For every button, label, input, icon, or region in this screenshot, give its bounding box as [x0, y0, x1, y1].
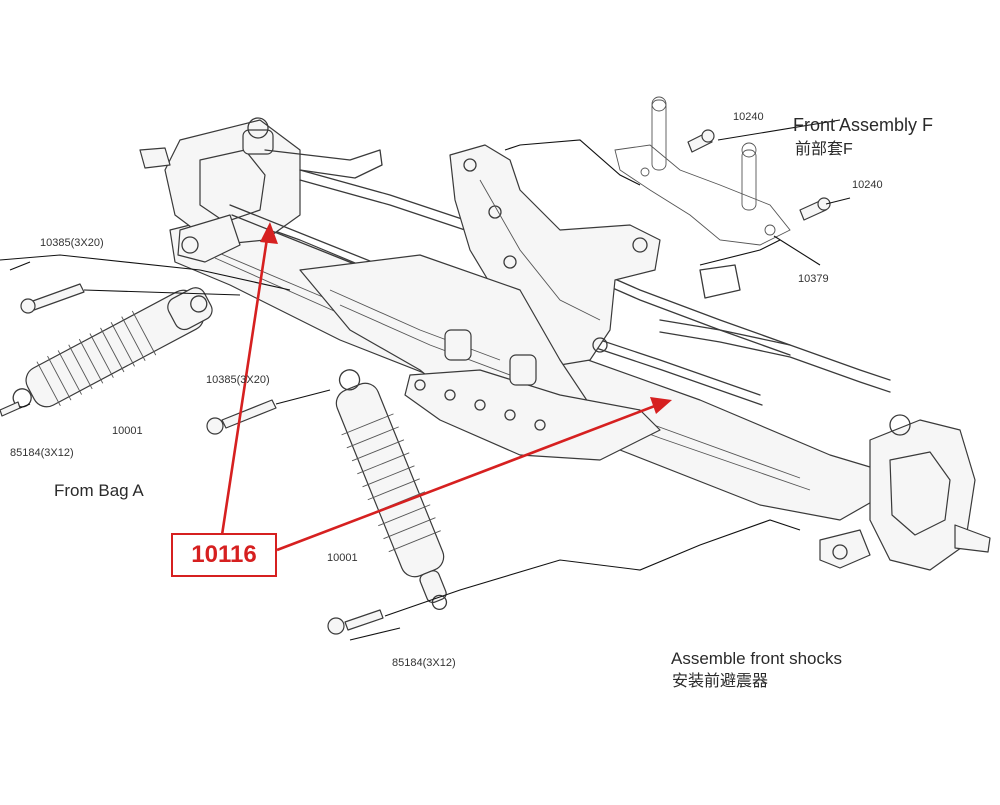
label-10240-top: 10240: [733, 111, 764, 123]
screw-10240-right: [799, 197, 831, 221]
left-steering-knuckle: [139, 117, 301, 263]
label-10379: 10379: [798, 273, 829, 285]
label-10240-right: 10240: [852, 179, 883, 191]
label-10001-center: 10001: [327, 552, 358, 564]
screw-85184-bottom: [327, 609, 384, 635]
label-10385-left: 10385(3X20): [40, 237, 104, 249]
label-10385-center: 10385(3X20): [206, 374, 270, 386]
part-number-callout[interactable]: 10116: [171, 533, 277, 577]
front-assembly-title-cn: 前部套F: [795, 141, 853, 158]
assembly-leader-lines: [0, 119, 851, 641]
center-shock-absorber: [335, 369, 448, 611]
label-85184-left: 85184(3X12): [10, 447, 74, 459]
label-10001-left: 10001: [112, 425, 143, 437]
assemble-shocks-title: Assemble front shocks: [671, 649, 843, 668]
body-mount-bracket: [614, 96, 791, 246]
right-drive-linkage: [659, 264, 891, 393]
screw-10385-center: [206, 399, 277, 435]
label-85184-bottom: 85184(3X12): [392, 657, 456, 669]
screw-85184-left: [0, 401, 21, 417]
right-steering-knuckle: [819, 414, 991, 571]
from-bag-label: From Bag A: [54, 481, 144, 500]
callout-arrows[interactable]: [220, 222, 672, 552]
screw-10385-left: [20, 283, 85, 314]
assemble-shocks-title-cn: 安装前避震器: [672, 673, 769, 690]
screw-10240-top: [687, 129, 715, 153]
left-shock-absorber: [12, 287, 213, 408]
front-bulkhead: [299, 254, 661, 461]
front-assembly-title: Front Assembly F: [793, 115, 934, 135]
